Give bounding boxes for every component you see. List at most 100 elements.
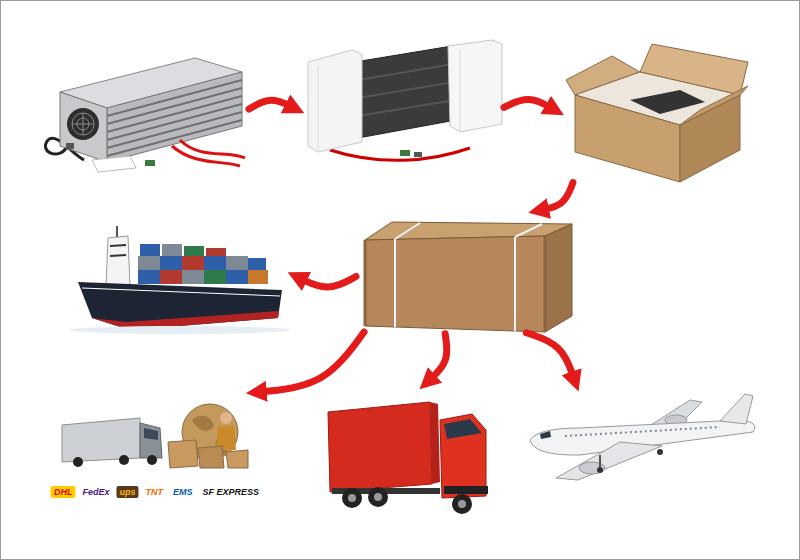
courier-picture-part (144, 428, 158, 440)
sealed-crate-picture-part (395, 223, 420, 239)
container-ship-picture-part (204, 270, 226, 284)
flow-arrow (541, 183, 573, 211)
container-ship-picture-part (182, 270, 204, 284)
inverter-picture-part (107, 112, 242, 148)
airplane-node (522, 388, 762, 503)
red-truck-picture-part (348, 494, 356, 502)
container-ship-picture-part (106, 236, 130, 288)
container-ship-picture-part (248, 270, 268, 284)
red-truck-picture-part (444, 486, 488, 494)
inverter-picture-part (60, 92, 107, 162)
foam-packed-node (305, 38, 500, 170)
courier-picture-part (226, 450, 248, 468)
airplane-picture-part (556, 442, 662, 480)
foam-packed-picture-part (358, 100, 455, 116)
inverter-picture-part (145, 160, 155, 166)
container-ship-picture (70, 226, 290, 334)
sealed-crate-picture-part (364, 240, 367, 326)
foam-packed-picture-part (414, 152, 422, 157)
flow-arrow (526, 333, 574, 380)
inverter-picture-part (107, 80, 242, 116)
sealed-crate-picture-part (394, 239, 396, 327)
red-truck-picture-part (440, 414, 486, 498)
flow-arrow (504, 100, 553, 110)
airplane-picture-part (720, 394, 753, 424)
container-ship-picture-part (160, 256, 182, 270)
foam-packed-picture-part (460, 50, 461, 132)
inverter-picture-part (107, 96, 242, 132)
inverter-picture-part (107, 104, 242, 140)
courier-picture-part (140, 423, 162, 458)
courier-node: DHLFedExupsTNTEMSSF EXPRESS (45, 398, 268, 502)
container-ship-picture-part (140, 244, 160, 256)
red-truck-picture-part (374, 493, 382, 501)
sealed-crate-picture-part (544, 236, 547, 332)
airplane-picture-part (657, 449, 663, 455)
foam-packed-picture-part (355, 46, 456, 138)
container-ship-picture-part (226, 270, 248, 284)
courier-picture-part (119, 455, 129, 465)
container-ship-picture-part (162, 244, 182, 256)
red-truck-picture-part (342, 488, 362, 508)
courier-picture-part (198, 446, 224, 468)
container-ship-picture-part (138, 256, 160, 270)
open-carton-picture (566, 44, 748, 182)
airplane-picture-part (599, 455, 601, 468)
courier-picture-part (192, 416, 214, 431)
container-ship-picture-part (138, 270, 160, 284)
red-truck-node (318, 392, 488, 517)
inverter-picture-part (107, 88, 242, 124)
sealed-crate-picture-part (545, 224, 572, 332)
inverter-picture-part (72, 113, 94, 135)
courier-logo: EMS (170, 486, 196, 498)
courier-logo: FedEx (79, 486, 112, 498)
courier-picture-part (147, 455, 157, 465)
logo-row: DHLFedExupsTNTEMSSF EXPRESS (49, 485, 264, 499)
sealed-crate-picture-part (515, 224, 542, 237)
courier-picture-part (220, 412, 232, 424)
airplane-picture (530, 394, 755, 480)
container-ship-picture-part (116, 226, 118, 237)
inverter-picture-part (67, 108, 99, 140)
flow-arrow (258, 332, 364, 392)
sealed-crate-node (360, 218, 572, 330)
foam-packed-picture-part (358, 64, 453, 80)
courier-logo: DHL (51, 486, 76, 498)
container-ship-picture-part (110, 245, 126, 246)
red-truck-picture-part (458, 500, 466, 508)
red-truck-picture-part (368, 487, 388, 507)
red-truck-picture-part (444, 419, 482, 439)
airplane-picture-part (565, 427, 720, 436)
container-ship-picture-part (82, 288, 280, 296)
foam-packed-picture-part (308, 50, 362, 152)
container-ship-picture-part (110, 255, 126, 256)
inverter-picture-part (92, 156, 136, 172)
flow-arrow (299, 277, 356, 287)
airplane-picture-part (579, 462, 605, 474)
foam-packed-picture (308, 40, 502, 160)
container-ship-picture-part (70, 326, 290, 334)
sealed-crate-picture (365, 222, 572, 332)
flow-arrow (249, 100, 293, 109)
airplane-picture-part (540, 431, 551, 439)
inverter-picture-part (83, 113, 84, 135)
courier-picture (62, 404, 248, 468)
inverter-node (45, 50, 245, 175)
courier-logo: ups (116, 486, 138, 498)
container-ship-node (75, 228, 287, 333)
inverter-picture (45, 58, 245, 172)
inverter-picture-part (107, 120, 242, 156)
airplane-picture-part (597, 467, 603, 473)
inverter-picture-part (66, 143, 74, 149)
container-ship-picture-part (248, 258, 266, 270)
container-ship-picture-part (160, 270, 182, 284)
container-ship-picture-part (226, 256, 248, 270)
sealed-crate-picture-part (514, 237, 516, 331)
red-truck-picture-part (430, 402, 440, 484)
container-ship-picture-part (78, 282, 282, 330)
flow-arrow (429, 334, 447, 381)
sealed-crate-picture-part (365, 236, 545, 332)
